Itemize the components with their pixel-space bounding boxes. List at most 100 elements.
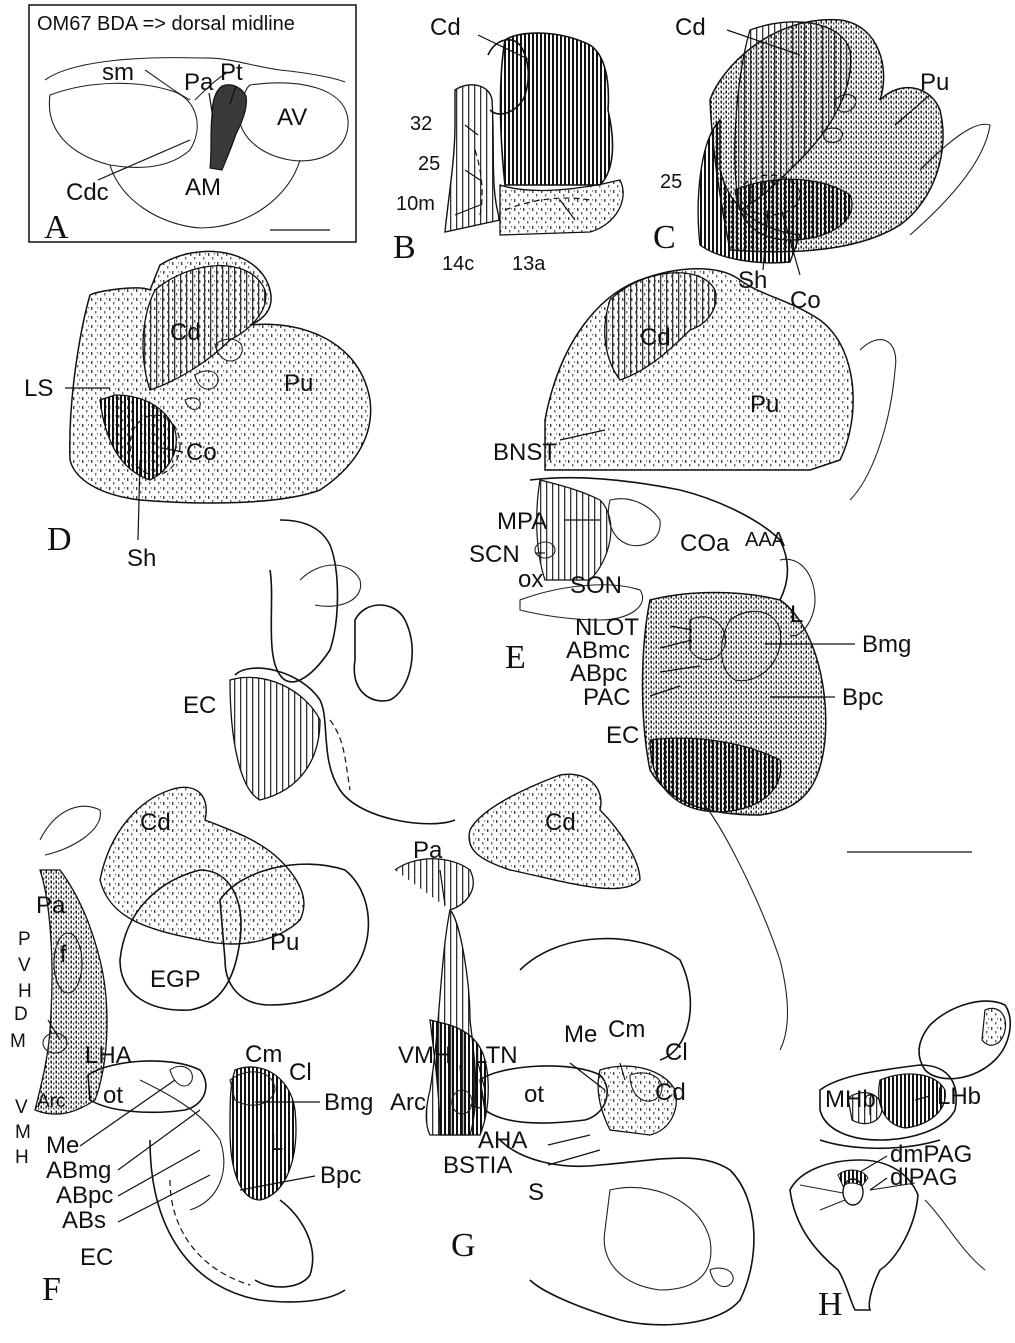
label-dm-d: D [14, 1004, 28, 1025]
label-pvh-p: P [18, 929, 31, 950]
label-ec-d: EC [183, 692, 216, 719]
label-cd-g: Cd [545, 809, 576, 836]
label-cd-f: Cd [140, 809, 171, 836]
panel-letter-f: F [42, 1271, 61, 1308]
h-lhb [879, 1074, 946, 1128]
label-pa: Pa [184, 69, 214, 96]
label-pvh-v: V [18, 955, 31, 976]
panel-d: Cd Pu LS Co Sh EC D [24, 251, 455, 823]
label-ls: LS [24, 375, 53, 402]
label-coa: COa [680, 530, 730, 557]
panel-letter-a: A [44, 209, 69, 246]
label-me-f: Me [46, 1132, 79, 1159]
label-pu-d: Pu [284, 370, 313, 397]
label-cl-f: Cl [289, 1059, 312, 1086]
label-son: SON [570, 572, 622, 599]
g-hippocampal-outline [604, 1187, 711, 1290]
f-cortex-edge [40, 806, 100, 855]
label-pu-c: Pu [920, 69, 949, 96]
label-cd-c: Cd [675, 14, 706, 41]
label-aha: AHA [478, 1127, 527, 1154]
panel-letter-e: E [505, 639, 526, 676]
label-s: S [528, 1179, 544, 1206]
label-cm-f: Cm [245, 1041, 282, 1068]
label-ot-g: ot [524, 1081, 544, 1108]
label-abs-f: ABs [62, 1207, 106, 1234]
leader-bstia [548, 1150, 600, 1165]
label-bnst: BNST [493, 439, 557, 466]
label-vmh: VMH [398, 1042, 451, 1069]
panel-letter-d: D [47, 521, 72, 558]
label-14c: 14c [442, 253, 474, 275]
label-f: f [60, 941, 67, 968]
d-dash-line [330, 720, 350, 790]
panel-g: Pa Cd VMH LTN Arc Me Cm Cl ot Cd AHA BST… [390, 774, 788, 1325]
label-bpc-f: Bpc [320, 1162, 361, 1189]
label-scn: SCN [469, 541, 520, 568]
label-dlpag: dlPAG [890, 1164, 958, 1191]
label-cd-e: Cd [640, 324, 671, 351]
label-l-f: L [270, 1129, 283, 1156]
label-ltn: LTN [474, 1042, 518, 1069]
label-abmg-f: ABmg [46, 1157, 111, 1184]
label-cdc: Cdc [66, 179, 109, 206]
d-inner-line [300, 565, 361, 606]
e-lateral-edge [850, 340, 896, 500]
label-32: 32 [410, 113, 432, 135]
label-abpc-f: ABpc [56, 1182, 113, 1209]
panel-e: Cd Pu BNST MPA SCN ox SON COa AAA L NLOT… [469, 269, 911, 815]
panel-h: MHb LHb dmPAG dlPAG H [790, 852, 1010, 1323]
e-mpa [537, 480, 611, 580]
g-temporal-outer [500, 1140, 754, 1325]
label-abpc: ABpc [570, 660, 627, 687]
label-bmg-e: Bmg [862, 631, 911, 658]
label-10m: 10m [396, 193, 435, 215]
label-25-b: 25 [418, 153, 440, 175]
b-medial-cortex [445, 85, 500, 232]
label-13a: 13a [512, 253, 546, 275]
label-pa-g: Pa [413, 837, 443, 864]
panel-a: OM67 BDA => dorsal midline sm Pa Pt AV C… [29, 5, 356, 246]
panel-letter-g: G [451, 1227, 476, 1264]
label-ot-f: ot [103, 1082, 123, 1109]
b-orbital [500, 180, 623, 235]
label-am: AM [185, 174, 221, 201]
label-pu-f: Pu [270, 929, 299, 956]
panel-b: Cd 32 25 10m 14c 13a B [393, 14, 623, 275]
label-bpc-e: Bpc [842, 684, 883, 711]
f-amygdala-core [230, 1067, 296, 1200]
label-vmh-m: M [15, 1122, 31, 1143]
label-me-g: Me [564, 1021, 597, 1048]
label-ec-f: EC [80, 1244, 113, 1271]
label-cm-g: Cm [608, 1016, 645, 1043]
panel-letter-c: C [653, 219, 676, 256]
label-cl-g: Cl [665, 1039, 688, 1066]
panel-letter-h: H [818, 1286, 843, 1323]
f-dash-line [170, 1180, 250, 1285]
h-lateral-edge [925, 1200, 985, 1270]
label-arc-g: Arc [390, 1089, 426, 1116]
label-co-d: Co [186, 439, 217, 466]
panel-f: Cd Pa P V H f D M EGP Pu LHA Cm Cl ot V … [10, 787, 373, 1308]
label-sm: sm [102, 59, 134, 86]
label-egp: EGP [150, 966, 201, 993]
label-aaa: AAA [745, 529, 786, 551]
label-bstia: BSTIA [443, 1152, 512, 1179]
leader-aha [548, 1135, 590, 1145]
d-entorhinal [230, 677, 320, 800]
label-pa-f: Pa [36, 892, 66, 919]
label-l-e: L [790, 601, 803, 628]
leader-abs-f [118, 1175, 210, 1222]
label-ec-e: EC [606, 722, 639, 749]
label-arc-f: Arc [37, 1091, 66, 1112]
label-vmh-h: H [15, 1147, 29, 1168]
label-mhb: MHb [825, 1086, 876, 1113]
g-lateral-edge [700, 800, 788, 1050]
leader-abpc-f [118, 1150, 200, 1196]
label-lhb: LHb [937, 1083, 981, 1110]
label-pu-e: Pu [750, 391, 779, 418]
label-pvh-h: H [18, 981, 32, 1002]
h-upper-stipple [982, 1008, 1006, 1045]
label-pac: PAC [583, 684, 631, 711]
